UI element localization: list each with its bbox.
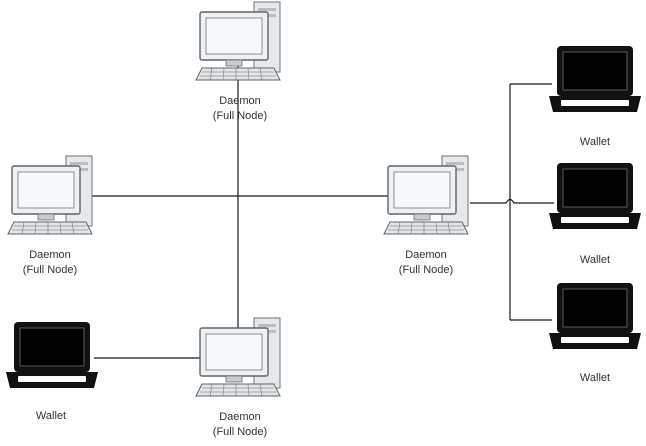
laptop-icon [548,162,642,230]
daemon-bottom: Daemon (Full Node) [195,317,281,438]
wallet-middle-right-label: Wallet [580,254,610,266]
wallet-top-right: Wallet [548,45,642,148]
daemon-left-label-line2: (Full Node) [23,264,77,276]
daemon-top-label-line1: Daemon [219,95,261,107]
daemon-left: Daemon (Full Node) [7,155,93,276]
desktop-computer-icon [383,155,469,235]
laptop-icon [5,321,99,389]
link-right-daemon-bus [470,198,554,204]
laptop-icon [548,282,642,350]
wallet-bottom-right-label: Wallet [580,372,610,384]
daemon-bottom-label-line1: Daemon [219,411,261,423]
daemon-top: Daemon (Full Node) [195,1,281,122]
wallet-bottom-left-label: Wallet [36,410,66,422]
desktop-computer-icon [195,317,281,397]
daemon-bottom-label-line2: (Full Node) [213,426,267,438]
daemon-right-label-line2: (Full Node) [399,264,453,276]
wallet-bottom-left: Wallet [5,321,99,422]
daemon-right-label-line1: Daemon [405,249,447,261]
desktop-computer-icon [195,1,281,81]
desktop-computer-icon [7,155,93,235]
daemon-right: Daemon (Full Node) [383,155,469,276]
daemon-left-label-line1: Daemon [29,249,71,261]
wallet-top-right-label: Wallet [580,136,610,148]
daemon-top-label-line2: (Full Node) [213,110,267,122]
wallet-middle-right: Wallet [548,162,642,266]
laptop-icon [548,45,642,113]
wallet-bottom-right: Wallet [548,282,642,384]
